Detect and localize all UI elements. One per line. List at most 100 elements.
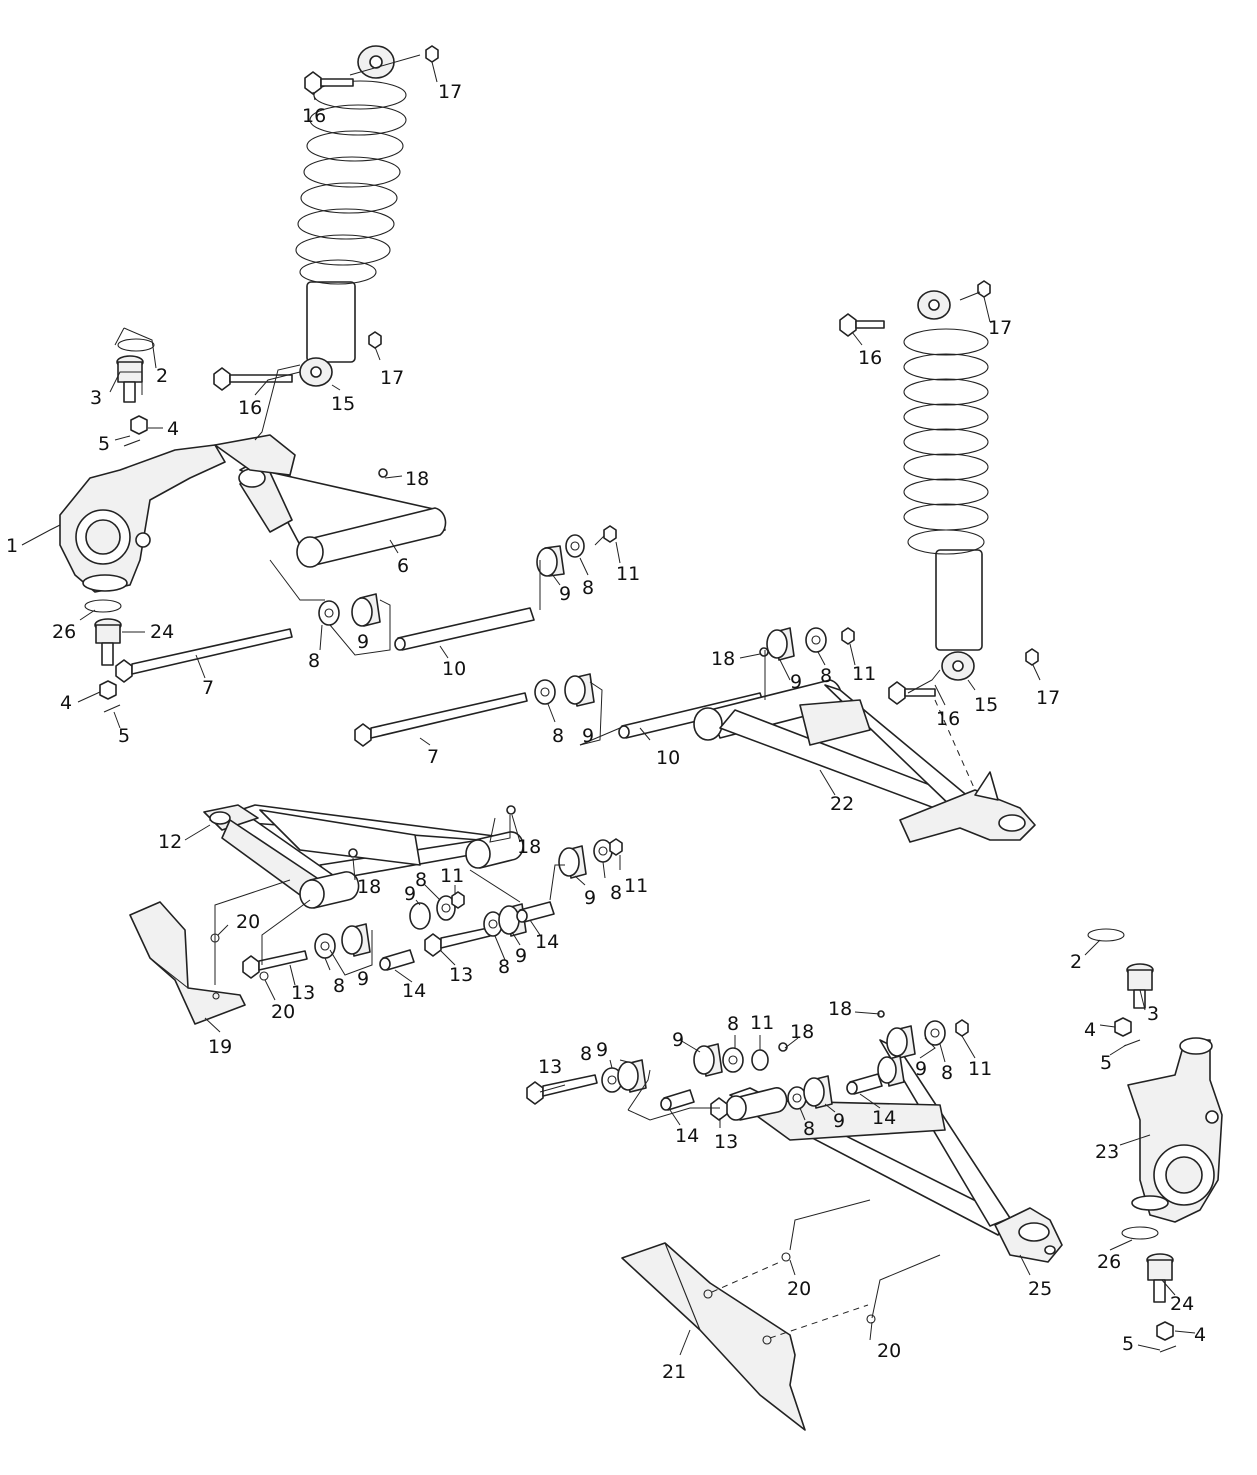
callout-5b: 5 [118,725,130,747]
a-arm-lower-left [203,804,524,909]
callout-14d: 14 [872,1107,896,1129]
callout-4d: 4 [1194,1324,1206,1346]
a-arm-lower-right [725,1039,1063,1263]
alignment-dashes [711,699,976,1339]
callout-5c: 5 [1100,1052,1112,1074]
callout-9e: 9 [404,883,416,905]
callout-11b: 11 [852,663,876,685]
callout-8d: 8 [820,665,832,687]
callout-17c: 17 [988,317,1012,339]
callout-24b: 24 [1170,1293,1194,1315]
steering-knuckle-left [59,444,226,593]
callout-13c: 13 [538,1056,562,1078]
callout-8: 8 [308,650,320,672]
callout-17d: 17 [1036,687,1060,709]
shock-absorber-left [295,45,407,387]
callout-8k: 8 [803,1118,815,1140]
callout-16b: 16 [238,397,262,419]
callout-8b: 8 [582,577,594,599]
callout-10: 10 [442,658,466,680]
leader-lines [21,54,1196,1356]
callout-15b: 15 [974,694,998,716]
callout-4: 4 [167,418,179,440]
callout-9g: 9 [357,968,369,990]
callout-17: 17 [438,81,462,103]
callout-14c: 14 [675,1125,699,1147]
callout-12: 12 [158,831,182,853]
pivot-hardware-lower-right [526,1010,969,1121]
callout-16: 16 [302,105,326,127]
callout-20d: 20 [877,1340,901,1362]
callout-8l: 8 [941,1062,953,1084]
callout-14: 14 [402,980,426,1002]
skid-plate-left [129,901,269,1025]
callout-23: 23 [1095,1141,1119,1163]
callout-7b: 7 [427,746,439,768]
callout-15: 15 [331,393,355,415]
callout-9f: 9 [584,887,596,909]
callout-18f: 18 [790,1021,814,1043]
callout-18: 18 [405,468,429,490]
callout-20b: 20 [271,1001,295,1023]
callout-13b: 13 [449,964,473,986]
callout-9l: 9 [915,1058,927,1080]
callout-13: 13 [291,982,315,1004]
callout-18e: 18 [828,998,852,1020]
callout-11c: 11 [440,865,464,887]
callout-8g: 8 [333,975,345,997]
callout-14b: 14 [535,931,559,953]
callout-4c: 4 [1084,1019,1096,1041]
callout-10b: 10 [656,747,680,769]
callout-21: 21 [662,1361,686,1383]
pivot-hardware-upper [115,525,855,747]
callout-2b: 2 [1070,951,1082,973]
callout-20: 20 [236,911,260,933]
shock-absorber-right [903,290,989,681]
callout-4b: 4 [60,692,72,714]
callout-8j: 8 [580,1043,592,1065]
callout-9k: 9 [833,1110,845,1132]
pivot-hardware-lower-left [242,838,623,979]
callout-18d: 18 [357,876,381,898]
callout-8i: 8 [727,1013,739,1035]
callout-25: 25 [1028,1278,1052,1300]
callout-6: 6 [397,555,409,577]
callout-5d: 5 [1122,1333,1134,1355]
a-arm-upper-left [214,434,447,568]
callout-11d: 11 [624,875,648,897]
callout-9c: 9 [582,725,594,747]
callout-26b: 26 [1097,1251,1121,1273]
callout-9j: 9 [596,1039,608,1061]
callout-9d: 9 [790,671,802,693]
callout-labels: 1 2 3 4 5 26 24 4 5 7 16 17 16 15 17 18 … [6,81,1206,1383]
callout-1: 1 [6,535,18,557]
callout-9b: 9 [559,583,571,605]
shock-bolts-and-nuts [213,45,1039,705]
a-arm-upper-right [693,679,1036,843]
callout-22: 22 [830,793,854,815]
callout-11: 11 [616,563,640,585]
callout-16c: 16 [858,347,882,369]
callout-20c: 20 [787,1278,811,1300]
callout-8e: 8 [415,869,427,891]
callout-19: 19 [208,1036,232,1058]
callout-3b: 3 [1147,1003,1159,1025]
callout-18c: 18 [517,836,541,858]
callout-11f: 11 [968,1058,992,1080]
callout-13d: 13 [714,1131,738,1153]
steering-knuckle-right [1127,1037,1223,1223]
callout-8c: 8 [552,725,564,747]
callout-9h: 9 [515,945,527,967]
ball-joints-and-clips [84,338,1177,1353]
callout-9i: 9 [672,1029,684,1051]
callout-8h: 8 [498,956,510,978]
callout-24: 24 [150,621,174,643]
callout-8f: 8 [610,882,622,904]
callout-7: 7 [202,677,214,699]
callout-9: 9 [357,631,369,653]
callout-18b: 18 [711,648,735,670]
skid-plate-right [621,1242,876,1431]
callout-26: 26 [52,621,76,643]
callout-5: 5 [98,433,110,455]
